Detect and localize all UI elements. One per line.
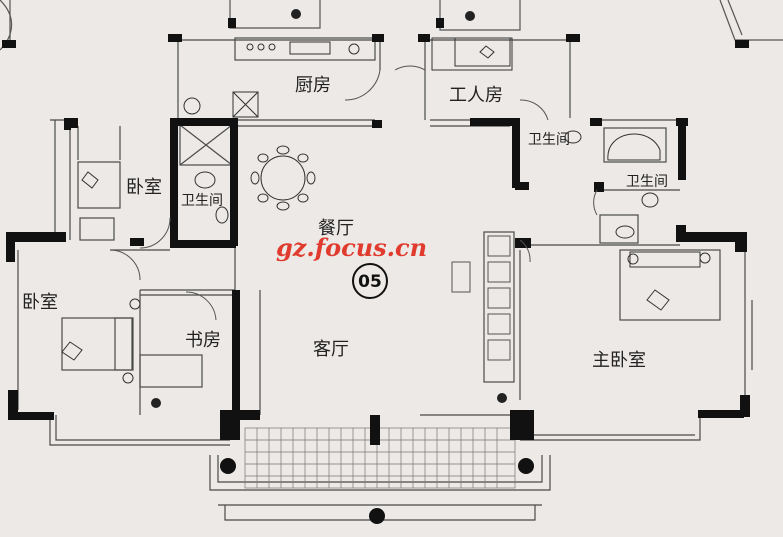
bathroom-fixtures-icon: [194, 130, 661, 239]
neighbor-walls: [2, 18, 749, 48]
watermark-text: gz.focus.cn: [276, 233, 427, 262]
master-bedroom-label: 主卧室: [592, 350, 646, 371]
door-swings: [109, 65, 598, 321]
bed-icons: [61, 171, 711, 384]
thin-lines: [17, 37, 753, 521]
living-label: 客厅: [313, 339, 349, 360]
unit-marker: 05: [352, 263, 388, 299]
walls: [6, 34, 750, 524]
kitchen-label: 厨房: [295, 75, 331, 96]
kitchen-stove-icon: [183, 41, 360, 118]
bathroom-right-label: 卫生间: [626, 174, 668, 190]
maid-bed-icon: [431, 37, 513, 71]
unit-label: 05: [358, 272, 382, 292]
bedroom-left-label: 卧室: [22, 292, 58, 313]
bathroom-left-label: 卫生间: [181, 193, 223, 209]
maid-room-label: 工人房: [449, 85, 503, 106]
study-label: 书房: [185, 330, 221, 351]
plant-icons: [151, 9, 507, 408]
dining-table-icon: [250, 145, 316, 211]
bathroom-right-top-label: 卫生间: [528, 132, 570, 148]
sofa-cushions: [451, 235, 511, 361]
dining-label: 餐厅: [318, 218, 354, 239]
bedroom-top-left-label: 卧室: [126, 177, 162, 198]
